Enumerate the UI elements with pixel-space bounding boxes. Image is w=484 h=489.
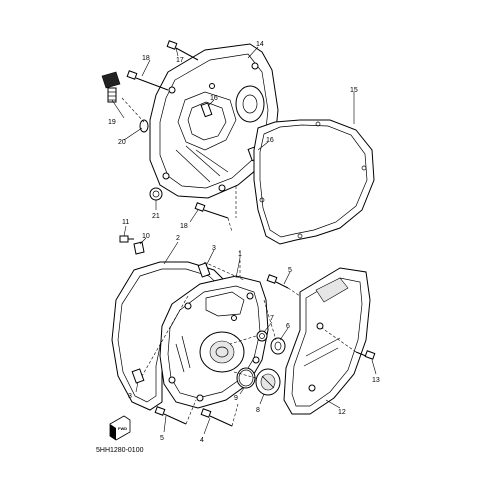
o-ring-7[interactable] — [256, 330, 268, 342]
oil-seal-21[interactable] — [149, 187, 163, 201]
callout-labels: 14 17 18 16 16 19 20 21 18 15 11 10 2 3 … — [108, 41, 380, 444]
callout-9: 9 — [234, 395, 238, 402]
callout-2: 2 — [176, 235, 180, 242]
callout-16-upper: 16 — [210, 95, 218, 102]
callout-6: 6 — [286, 323, 290, 330]
dowel-pin-16-upper[interactable] — [200, 102, 213, 118]
oil-filler-plug-19[interactable] — [101, 71, 121, 103]
fwd-label: FWD — [118, 426, 127, 431]
plug-6[interactable] — [270, 337, 286, 355]
dowel-pin-3-lower[interactable] — [131, 368, 145, 384]
callout-5-upper: 5 — [288, 267, 292, 274]
callout-10: 10 — [142, 233, 150, 240]
clamp-10[interactable] — [133, 241, 145, 255]
callout-13: 13 — [372, 377, 380, 384]
crankcase-cover-upper[interactable] — [149, 43, 279, 199]
callout-18-lower: 18 — [180, 223, 188, 230]
bolt-18-upper[interactable] — [126, 70, 169, 91]
callout-17: 17 — [176, 57, 184, 64]
sprocket-cover-12[interactable] — [283, 267, 371, 415]
callout-16-right: 16 — [266, 137, 274, 144]
callout-18-upper: 18 — [142, 55, 150, 62]
leader-lines — [111, 46, 377, 435]
callout-7: 7 — [270, 315, 274, 322]
callout-12: 12 — [338, 409, 346, 416]
fwd-arrow-icon: FWD — [109, 415, 131, 441]
o-ring-20[interactable] — [139, 119, 149, 133]
bolt-5-lower[interactable] — [154, 406, 187, 425]
callout-1: 1 — [238, 251, 242, 258]
bolt-18-lower[interactable] — [194, 202, 229, 219]
callout-15: 15 — [350, 87, 358, 94]
callout-8: 8 — [256, 407, 260, 414]
plug-8[interactable] — [255, 368, 281, 396]
bolt-5-upper[interactable] — [266, 274, 289, 289]
dowel-pin-3-upper[interactable] — [197, 262, 211, 278]
callout-3-upper: 3 — [212, 245, 216, 252]
o-ring-9[interactable] — [236, 367, 256, 389]
callout-20: 20 — [118, 139, 126, 146]
callout-3-lower: 3 — [128, 393, 132, 400]
callout-21: 21 — [152, 213, 160, 220]
diagram-code: 5HH1280-0100 — [96, 447, 144, 454]
callout-11: 11 — [122, 219, 129, 226]
screw-11[interactable] — [119, 235, 134, 243]
gasket-15[interactable] — [253, 119, 375, 245]
bolt-4[interactable] — [200, 408, 233, 427]
assembly-guide-lines — [121, 97, 357, 427]
bolt-17[interactable] — [166, 40, 199, 61]
callout-4: 4 — [200, 437, 204, 444]
callout-19: 19 — [108, 119, 116, 126]
bolt-13[interactable] — [355, 350, 376, 360]
callout-14: 14 — [256, 41, 264, 48]
callout-5-lower: 5 — [160, 435, 164, 442]
